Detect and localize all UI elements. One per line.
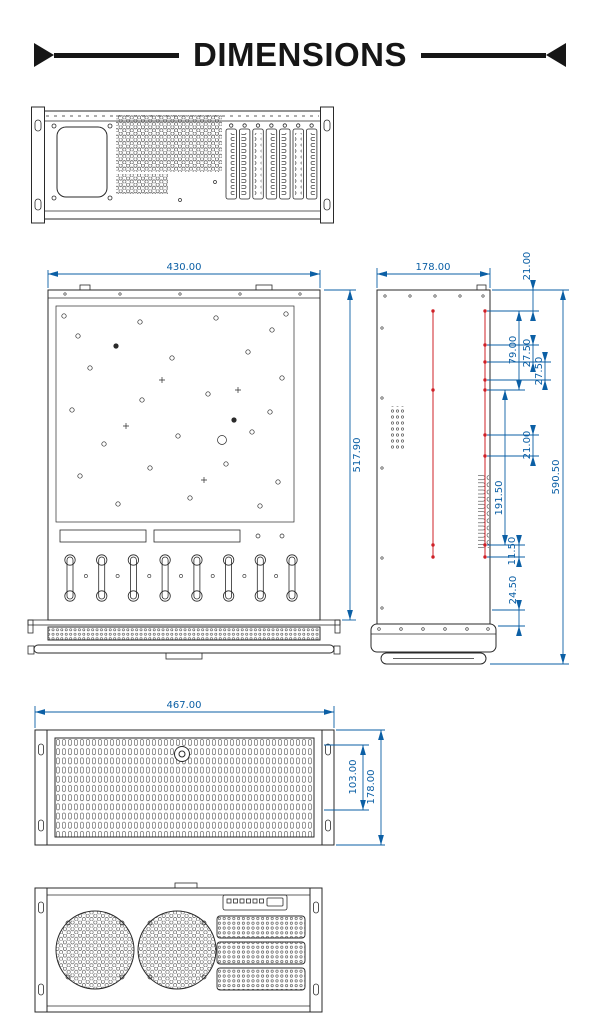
motherboard-tray xyxy=(55,305,295,523)
dim-label-pitch-a: 27.50 xyxy=(522,339,533,368)
side-slot-vents xyxy=(478,474,489,548)
front-body xyxy=(46,729,323,846)
dim-label-small-gap: 11.50 xyxy=(507,537,518,566)
chassis-outline xyxy=(47,289,321,621)
front-assembly xyxy=(27,619,341,660)
drive-bays xyxy=(216,915,306,991)
mounting-ear-left xyxy=(31,106,45,224)
top-interior-view: 430.00 517.90 xyxy=(27,262,363,660)
side-view-dimensions xyxy=(376,268,569,665)
dim-label-bottom-offset: 24.50 xyxy=(508,576,519,605)
mounting-ear-right xyxy=(320,106,334,224)
dim-label-front-width: 467.00 xyxy=(167,700,202,711)
page-header: DIMENSIONS xyxy=(34,36,566,74)
fan-grille-left xyxy=(55,910,135,990)
dim-label-pitch-b: 27.50 xyxy=(534,357,545,386)
front-vent-strip xyxy=(47,626,321,641)
dim-label-overall-length: 590.50 xyxy=(551,460,562,495)
header-rule-left xyxy=(54,52,179,58)
front-handle xyxy=(33,644,335,654)
control-panel xyxy=(222,894,288,911)
fan-grille-right xyxy=(137,910,217,990)
dim-label-mid-span: 191.50 xyxy=(494,481,505,516)
vent-grid xyxy=(116,115,222,194)
psu-opening xyxy=(51,123,113,201)
mounting-ear-right xyxy=(321,729,335,846)
dim-label-top-width: 430.00 xyxy=(167,262,202,273)
mounting-ear-left xyxy=(34,887,48,1013)
left-triangle-icon xyxy=(34,43,54,67)
dim-label-opening-height: 103.00 xyxy=(348,760,359,795)
dim-label-top-depth: 517.90 xyxy=(352,438,363,473)
drive-bay-slots xyxy=(64,554,298,602)
front-detail-view xyxy=(34,882,323,1013)
dim-label-side-width: 178.00 xyxy=(416,262,451,273)
dim-label-slot-span: 79.00 xyxy=(508,336,519,365)
header-rule-right xyxy=(421,52,546,58)
right-triangle-icon xyxy=(546,43,566,67)
front-bezel xyxy=(370,623,497,665)
red-reference-dots xyxy=(431,309,487,559)
side-vent-cluster xyxy=(389,406,404,450)
mounting-ear-right xyxy=(309,887,323,1013)
mounting-ear-left xyxy=(34,729,48,846)
front-panel-view: 467.00 103.00 178.00 xyxy=(34,700,385,846)
rear-panel-view xyxy=(31,106,334,224)
side-panel-view: 178.00 21.00 79.00 27.50 27.50 21.00 191… xyxy=(370,252,569,665)
lock-circle xyxy=(174,746,190,762)
dim-label-front-height: 178.00 xyxy=(366,770,377,805)
red-reference-lines xyxy=(432,311,486,557)
dim-label-top-hole-offset: 21.00 xyxy=(522,252,533,281)
expansion-slots xyxy=(225,123,318,200)
side-handle xyxy=(380,652,487,665)
top-view-dimensions xyxy=(47,270,356,621)
rear-body xyxy=(44,110,321,220)
page-title: DIMENSIONS xyxy=(192,36,408,73)
front-view-dimensions xyxy=(34,706,385,846)
dim-label-mid-offset: 21.00 xyxy=(522,431,533,460)
